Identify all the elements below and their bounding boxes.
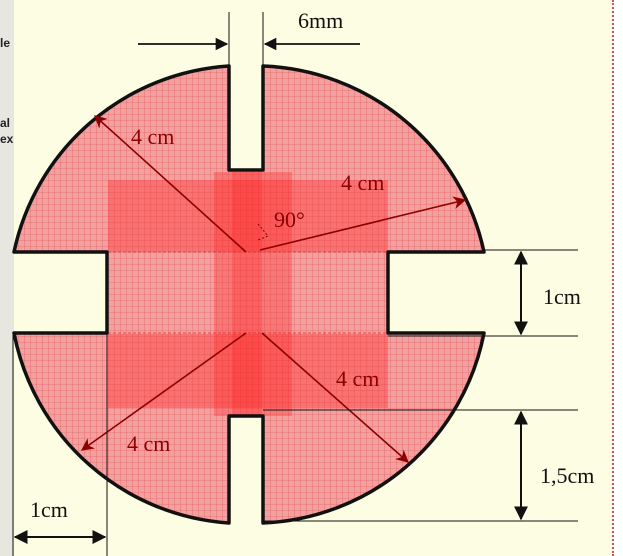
disc-shape xyxy=(14,66,484,523)
slot-width-label: 6mm xyxy=(298,8,344,33)
right-angle-mark xyxy=(257,223,269,241)
radius-label-top-left: 4 cm xyxy=(131,124,175,149)
radius-label-bottom-right: 4 cm xyxy=(336,366,380,391)
sidebar-text-3: ex xyxy=(0,132,14,146)
radius-arrow-top-right xyxy=(259,196,467,251)
cross-overlay xyxy=(108,172,388,416)
notch-height-label: 1cm xyxy=(543,284,581,309)
right-dotted-border xyxy=(612,0,623,556)
lower-height-label: 1,5cm xyxy=(540,463,595,488)
radius-arrow-bottom-right xyxy=(261,332,409,463)
bottom-width-label: 1cm xyxy=(30,497,68,522)
sidebar-text-1: le xyxy=(0,36,11,50)
radius-arrow-top-left xyxy=(94,115,247,253)
angle-label: 90° xyxy=(274,207,305,232)
radius-label-bottom-left: 4 cm xyxy=(127,431,171,456)
radius-arrow-bottom-left xyxy=(80,332,247,451)
sidebar-text-2: al xyxy=(0,116,11,130)
radius-label-top-right: 4 cm xyxy=(341,170,385,195)
disc-outline xyxy=(12,64,486,525)
left-sidebar-strip: le al ex xyxy=(0,0,14,556)
